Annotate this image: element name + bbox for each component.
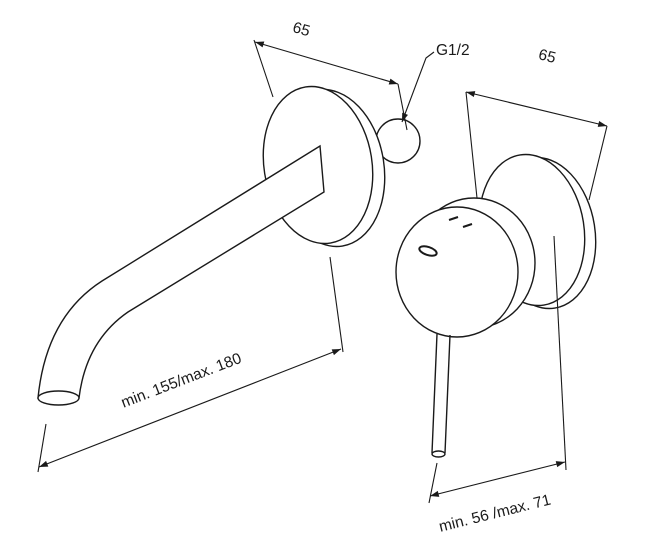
dimension-line [465,91,608,127]
indicator-dash-1 [448,216,459,221]
handle-tip [431,450,446,458]
spout-tube [37,144,325,399]
thread-size-label: G1/2 [436,42,470,59]
extension-line [253,39,274,98]
extension-line [553,235,567,471]
spout-outlet [37,390,80,406]
temperature-marker [418,245,438,257]
dimension-line [38,348,342,468]
dimension-label-mixer-depth: 65 [537,46,558,67]
dimension-mixer-depth: 65 [465,46,608,201]
dimension-label-spout-projection: min. 155/max. 180 [119,350,244,412]
thread-callout: G1/2 [401,42,470,123]
mixer-assembly [395,153,597,458]
dimension-line [429,461,566,497]
dimension-label-handle-depth: min. 56 /max. 71 [437,492,552,536]
dimension-flange-width: 65 [253,19,408,131]
dimension-line [254,41,399,85]
mixer-body-face [395,206,519,338]
extension-line [428,462,438,504]
extension-line [329,256,344,353]
handle-edge-left [431,333,438,454]
leader-line [401,51,435,123]
extension-line [397,83,408,131]
extension-line [588,125,608,201]
indicator-dash-2 [462,223,473,228]
handle-edge-right [444,334,451,454]
extension-line [465,91,478,199]
body-markings [418,216,473,257]
dimension-label-flange-width: 65 [291,19,312,40]
lever-handle [431,333,451,458]
